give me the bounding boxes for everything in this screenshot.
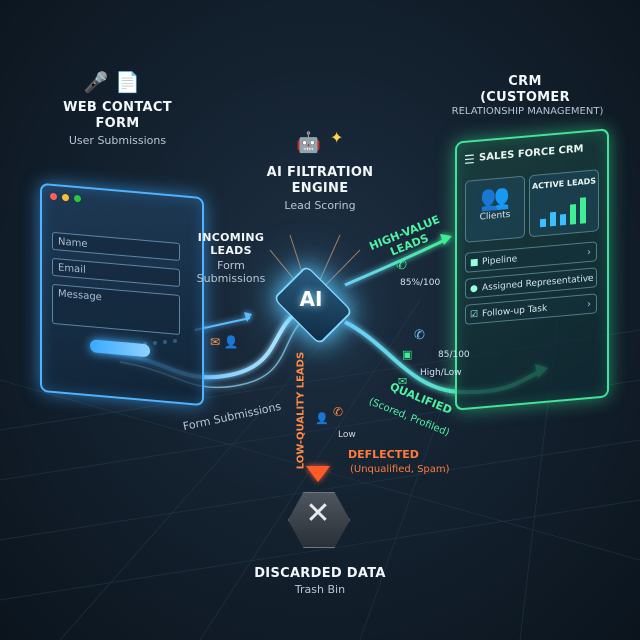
ai-engine-title-line2: ENGINE — [291, 181, 349, 196]
crm-panel: ☰ SALES FORCE CRM 👥 Clients ACTIVE LEADS… — [455, 128, 609, 411]
envelope-icon: ✉ — [398, 375, 408, 388]
web-form-title-line1: WEB CONTACT — [63, 100, 172, 115]
deflected-sub: (Unqualified, Spam) — [350, 464, 450, 475]
robot-icon: 🤖 — [296, 130, 321, 154]
close-dot-icon — [50, 192, 57, 201]
message-field[interactable]: Message — [52, 283, 180, 336]
high-value-flow — [344, 234, 452, 287]
chevron-right-icon: › — [587, 272, 591, 285]
web-form-title-line2: FORM — [95, 116, 140, 131]
low-level: Low — [338, 430, 356, 440]
high-value-score: 85%/100 — [400, 278, 441, 288]
user-icon: ● — [470, 283, 478, 295]
crm-title-line2: (CUSTOMER — [480, 90, 570, 105]
clients-card[interactable]: 👥 Clients — [465, 175, 525, 243]
name-field[interactable]: Name — [52, 231, 180, 262]
reject-flow — [306, 338, 330, 482]
incoming-leads-subtitle: Form Submissions — [186, 259, 276, 285]
submit-button[interactable] — [90, 339, 150, 358]
menu-icon: ☰ — [464, 152, 475, 167]
microphone-icon: 🎤 — [83, 70, 109, 94]
qualified-level: High/Low — [420, 368, 462, 378]
person-icon-low: 👤 — [315, 412, 329, 425]
phone-icon-low: ✆ — [333, 405, 344, 419]
x-icon: ✕ — [305, 496, 331, 531]
discard-title: DISCARDED DATA — [254, 566, 386, 581]
maximize-dot-icon — [74, 194, 81, 203]
checkbox-icon: ☑ — [470, 309, 479, 321]
crm-title-line3: RELATIONSHIP MANAGEMENT) — [451, 106, 604, 117]
incoming-sub-line2: Submissions — [196, 272, 266, 285]
crm-row-label: Assigned Representative — [482, 273, 594, 294]
pipeline-icon: ■ — [470, 257, 479, 269]
ai-engine-title: AI FILTRATION ENGINE — [240, 165, 400, 197]
web-form-subtitle: User Submissions — [68, 134, 167, 147]
crm-row-label: Follow-up Task — [482, 303, 548, 320]
crm-title-line1: CRM — [508, 74, 542, 89]
person-icon: 👤 — [223, 335, 239, 349]
incoming-leads-title: INCOMING LEADS — [186, 231, 276, 257]
contact-form-panel: Name Email Message — [40, 182, 204, 407]
deflected-label: DEFLECTED — [348, 448, 419, 461]
crm-panel-title: SALES FORCE CRM — [479, 143, 584, 164]
form-header-icons: 🎤 📄 — [82, 70, 142, 94]
low-quality-label: LOW-QUALITY LEADS — [295, 351, 307, 470]
qualified-score: 85/100 — [438, 350, 470, 360]
chat-icon: ▣ — [402, 348, 413, 361]
crm-row-label: Pipeline — [482, 254, 518, 268]
incoming-title-line1: INCOMING — [197, 231, 265, 244]
active-leads-label: ACTIVE LEADS — [531, 176, 597, 192]
sparkle-icon: ✦ — [330, 128, 344, 147]
incoming-lead-icons: ✉ 👤 — [210, 335, 239, 349]
phone-icon: ✆ — [396, 258, 407, 273]
bar-chart-icon — [540, 197, 586, 228]
web-form-title: WEB CONTACT FORM — [30, 100, 205, 132]
chevron-right-icon: › — [587, 246, 591, 259]
mail-icon: ✉ — [210, 335, 221, 349]
discard-subtitle: Trash Bin — [294, 583, 346, 596]
chevron-right-icon: › — [587, 298, 591, 311]
phone-icon-2: ✆ — [414, 328, 425, 343]
ai-engine-title-line1: AI FILTRATION — [266, 165, 374, 180]
crm-title: CRM (CUSTOMER — [440, 74, 610, 106]
window-dots — [50, 192, 81, 203]
email-field[interactable]: Email — [52, 257, 180, 288]
document-icon: 📄 — [115, 70, 141, 94]
active-leads-card[interactable]: ACTIVE LEADS — [529, 169, 599, 238]
ai-chip-label: AI — [299, 287, 323, 311]
incoming-sub-line1: Form — [217, 259, 245, 272]
incoming-title-line2: LEADS — [210, 244, 252, 257]
ai-engine-subtitle: Lead Scoring — [284, 199, 356, 212]
minimize-dot-icon — [62, 193, 69, 202]
